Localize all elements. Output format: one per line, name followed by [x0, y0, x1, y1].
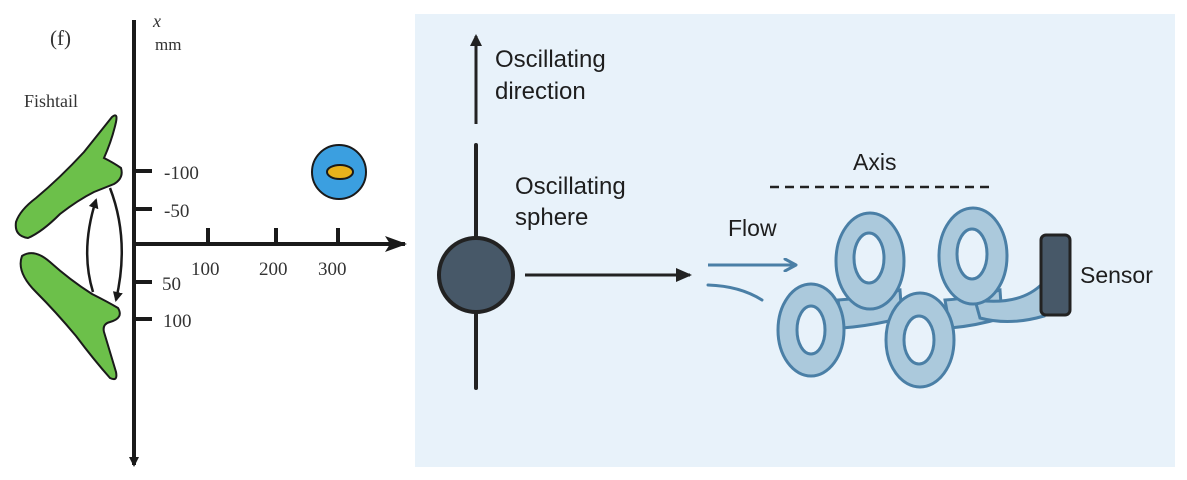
sensor	[1039, 233, 1072, 317]
sphere-core	[326, 164, 354, 180]
x-tick-label: 300	[318, 259, 347, 280]
panel-label: (f)	[50, 26, 71, 50]
axis-label: Axis	[853, 149, 896, 175]
swing-arrow-down	[108, 187, 123, 302]
sphere-marker	[311, 144, 367, 200]
vortex-coil	[776, 206, 1046, 389]
y-tick-label: -50	[164, 201, 189, 222]
oscillating-sphere	[437, 236, 515, 314]
coil-loop	[937, 206, 1009, 306]
fishtail-lower	[19, 252, 121, 381]
y-tick-label: -100	[164, 163, 199, 184]
x-tick-label: 200	[259, 259, 288, 280]
y-ticks: -100 -50 50 100	[136, 163, 199, 332]
y-tick-label: 100	[163, 311, 192, 332]
coil-loop	[776, 282, 846, 378]
axis-unit-label: mm	[155, 35, 181, 54]
sensor-label: Sensor	[1080, 262, 1153, 288]
x-ticks: 100 200 300	[191, 228, 347, 280]
y-tick-label: 50	[162, 274, 181, 295]
fishtail-label: Fishtail	[24, 91, 78, 111]
x-tick-label: 100	[191, 259, 220, 280]
swing-arrow-up	[85, 198, 99, 293]
flow-streamline	[706, 283, 764, 302]
right-panel: Oscillating direction Oscillating sphere…	[415, 14, 1175, 467]
axis-variable-label: x	[152, 11, 161, 31]
oscillating-direction-label-line1: Oscillating	[495, 46, 606, 73]
oscillating-sphere-label-line1: Oscillating	[515, 173, 626, 200]
coil-loop	[834, 211, 906, 311]
flow-label: Flow	[728, 215, 777, 241]
left-panel: (f) x mm Fishtail -100 -50 50 100 100 20…	[14, 11, 407, 467]
oscillating-sphere-label-line2: sphere	[515, 204, 588, 231]
coil-loop	[884, 291, 956, 389]
fishtail-upper	[14, 114, 123, 240]
oscillating-direction-label-line2: direction	[495, 78, 586, 105]
